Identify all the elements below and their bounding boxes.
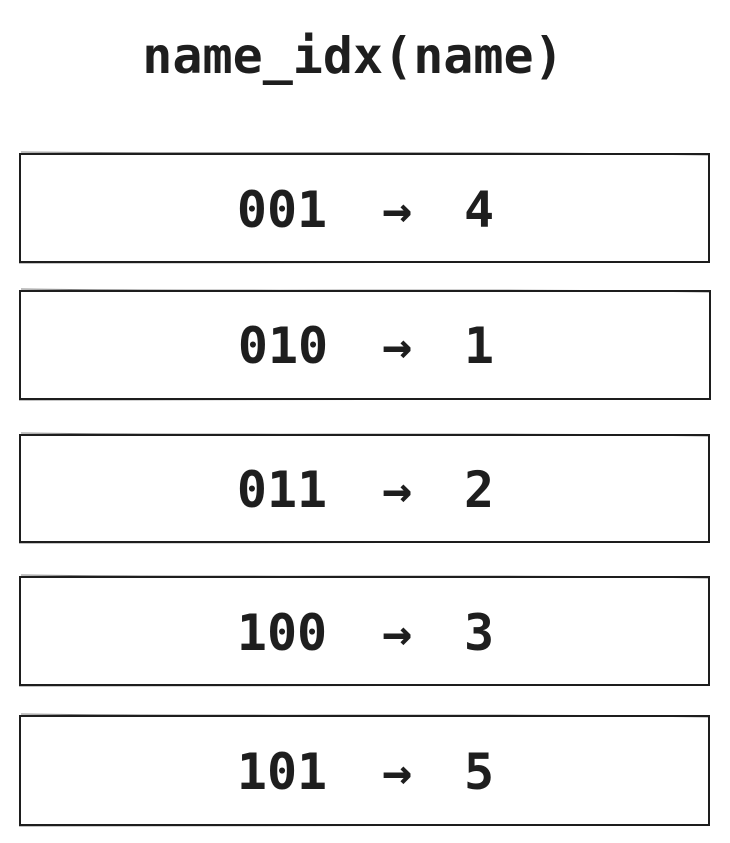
- entry-box-sketch: [18, 432, 711, 544]
- index-entry-4: 100 → 3: [18, 574, 711, 687]
- entry-box: [19, 576, 710, 686]
- entry-box: [19, 434, 710, 543]
- entry-key: 011: [237, 461, 327, 519]
- entry-key: 100: [237, 604, 327, 662]
- index-entry-2: 010 → 1: [18, 288, 712, 401]
- entry-box-sketch: [18, 713, 711, 827]
- entry-value: 2: [464, 461, 494, 519]
- entry-box-sketch: [18, 574, 711, 687]
- entry-box: [19, 153, 710, 263]
- entry-box: [19, 715, 710, 826]
- index-entry-1: 001 → 4: [18, 151, 711, 264]
- entry-arrow: →: [382, 743, 412, 801]
- index-entry-3: 011 → 2: [18, 432, 711, 544]
- entry-box-sketch: [18, 288, 712, 401]
- entry-key: 001: [237, 181, 327, 239]
- entry-box: [19, 290, 711, 400]
- entry-value: 4: [464, 181, 494, 239]
- entry-arrow: →: [382, 181, 412, 239]
- entry-key: 010: [238, 317, 328, 375]
- entry-value: 5: [464, 743, 494, 801]
- entry-value: 3: [464, 604, 494, 662]
- index-title: name_idx(name): [142, 27, 564, 85]
- entry-value: 1: [464, 317, 494, 375]
- entry-arrow: →: [382, 604, 412, 662]
- entry-arrow: →: [382, 317, 412, 375]
- entry-key: 101: [237, 743, 327, 801]
- entry-arrow: →: [382, 461, 412, 519]
- entry-box-sketch: [18, 151, 711, 264]
- index-entry-5: 101 → 5: [18, 713, 711, 827]
